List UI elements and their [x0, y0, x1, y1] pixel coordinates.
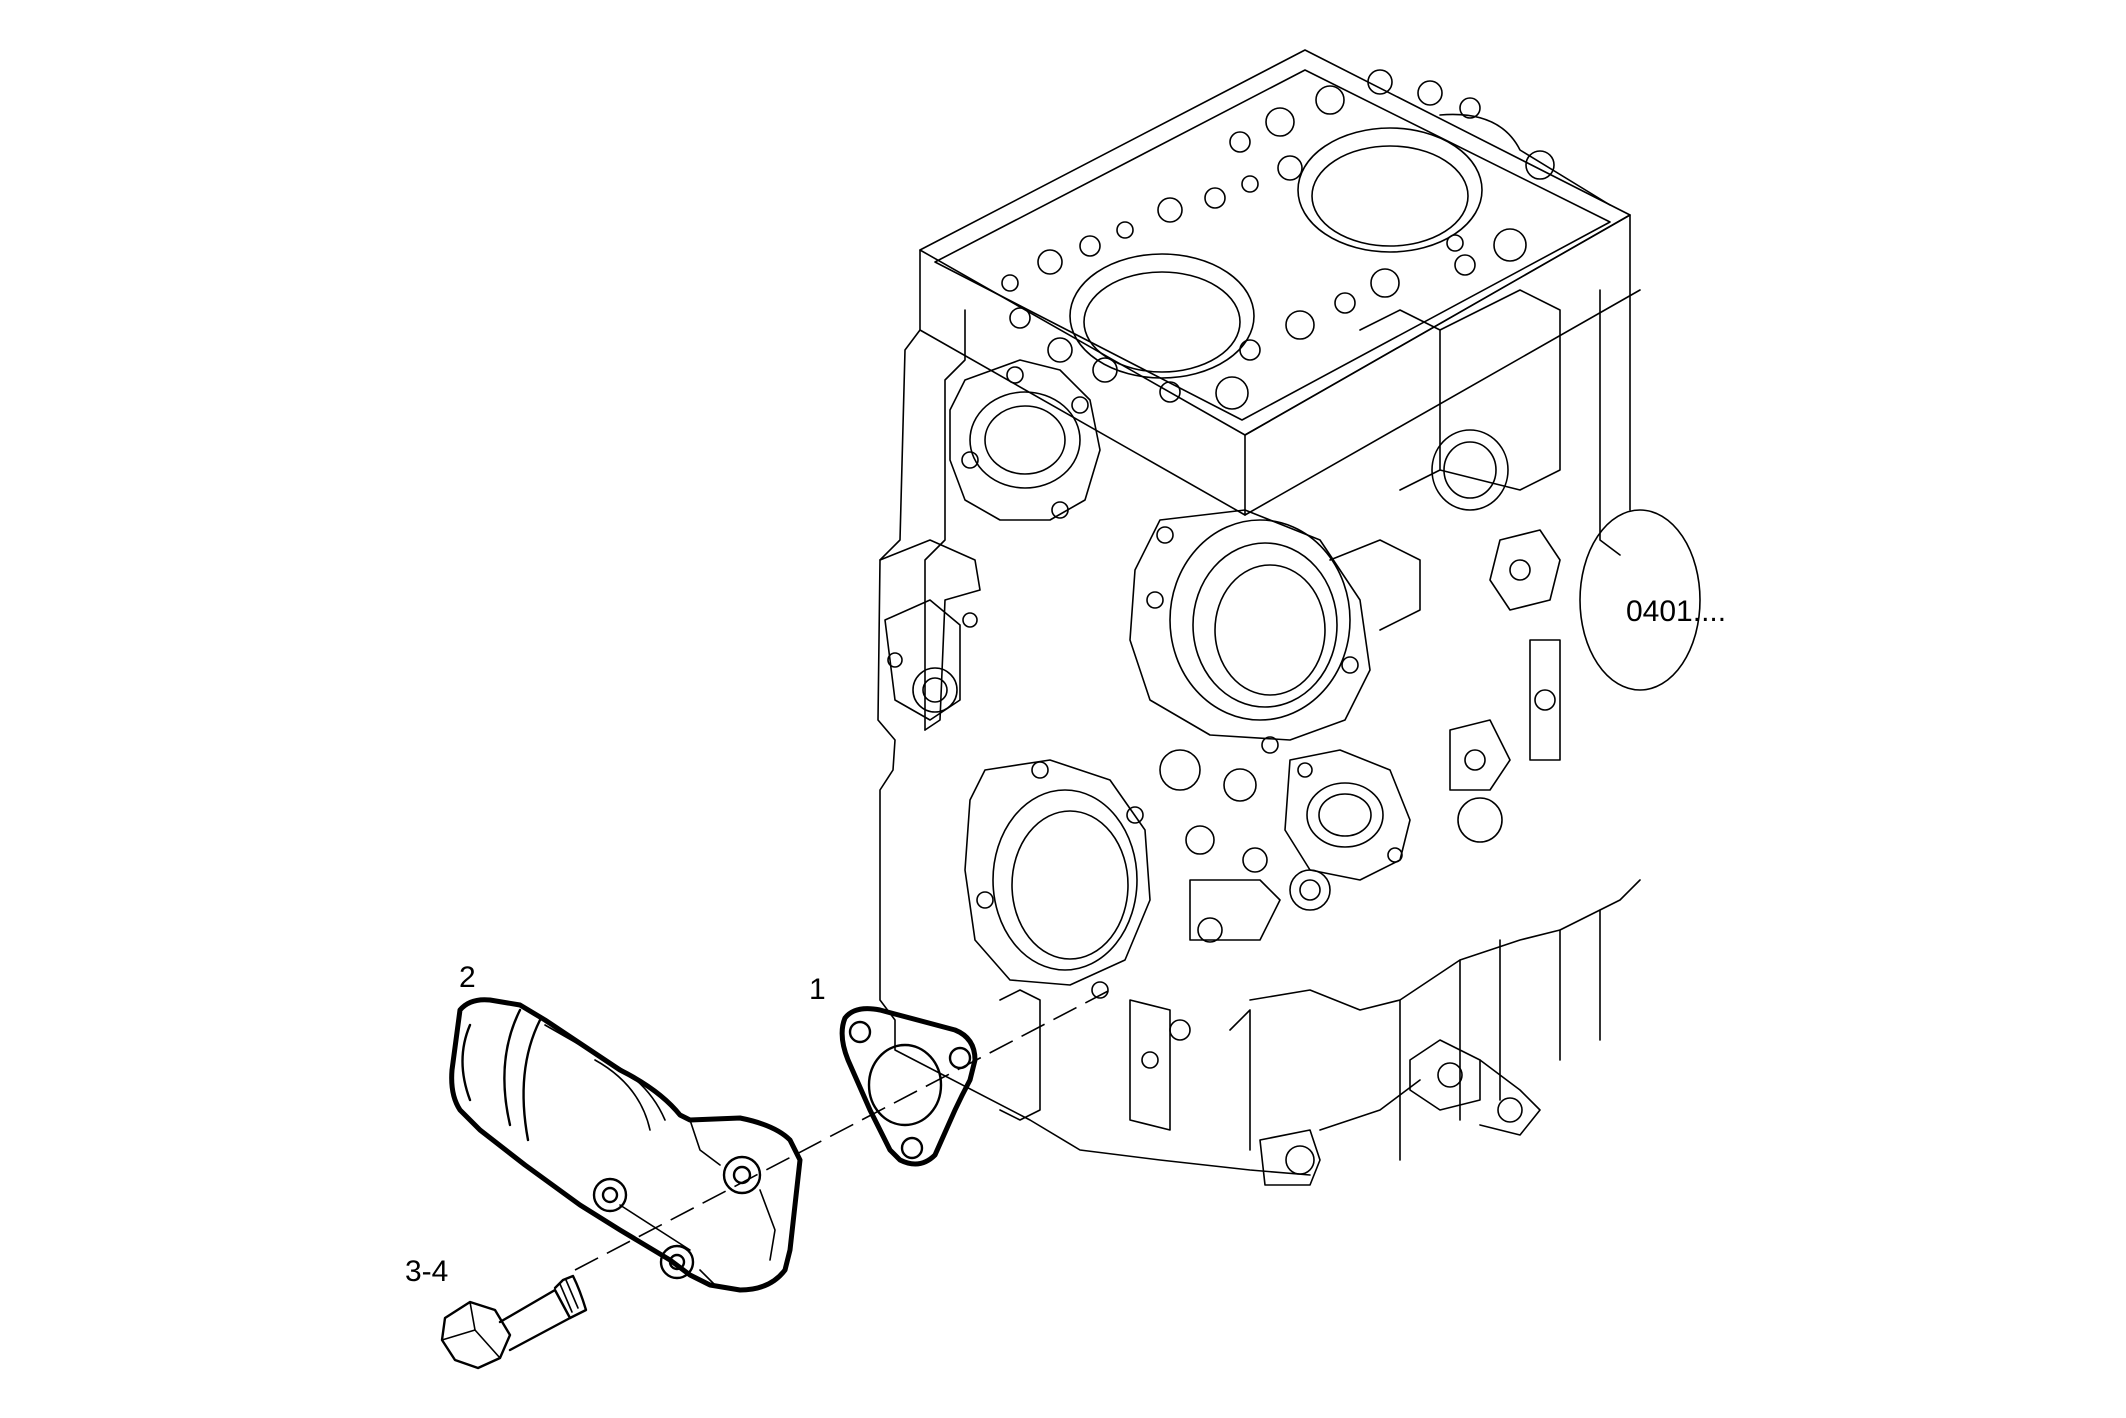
explode-axis-line — [574, 989, 1111, 1271]
bolt-part-3-4 — [440, 1274, 588, 1370]
callout-label-part-1: 1 — [809, 973, 826, 1006]
reference-code-label: 0401.... — [1626, 595, 1727, 628]
water-outlet-part-2 — [449, 997, 803, 1293]
callout-label-part-3-4: 3-4 — [405, 1255, 449, 1288]
engine-block — [877, 49, 1701, 1186]
gasket-part-1 — [839, 1006, 978, 1167]
callout-label-part-2: 2 — [459, 961, 476, 994]
